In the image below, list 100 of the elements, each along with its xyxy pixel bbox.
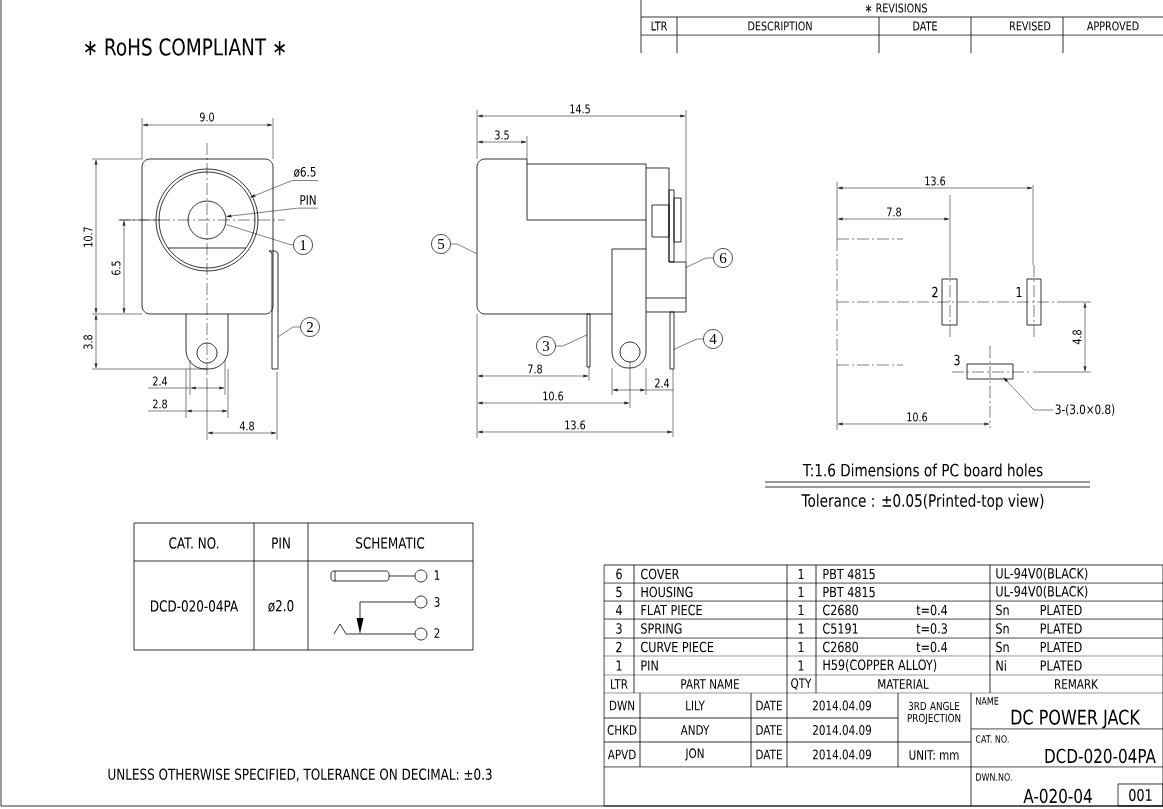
- dimension-value: 14.5: [570, 104, 590, 114]
- dimension-value: 10.6: [907, 412, 928, 422]
- callout-number: 1: [293, 235, 313, 255]
- table-text: DATE: [756, 749, 782, 760]
- table-text: 6: [616, 568, 622, 580]
- pin-number: 2: [932, 286, 938, 298]
- table-text: 1: [616, 660, 622, 671]
- table-text: UNIT: mm: [909, 750, 959, 760]
- table-text: DC POWER JACK: [1011, 709, 1141, 729]
- table-text: 2014.04.09: [813, 749, 871, 760]
- table-text: CAT. NO.: [169, 537, 219, 549]
- callout-number: 5: [431, 234, 451, 254]
- table-text: DCD-020-04PA: [1045, 748, 1156, 764]
- table-text: REVISED: [1010, 21, 1051, 31]
- table-text: C5191: [823, 623, 858, 634]
- dimension-value: 3.8: [83, 335, 93, 349]
- table-text: 1: [798, 660, 804, 671]
- table-text: DATE: [756, 700, 782, 711]
- pin-number: 1: [1016, 286, 1022, 298]
- table-text: UL-94V0(BLACK): [996, 585, 1088, 599]
- table-text: t=0.4: [916, 604, 948, 616]
- callout-number: 2: [300, 317, 320, 337]
- dimension-value: 13.6: [565, 420, 586, 430]
- title: ∗ RoHS COMPLIANT ∗: [85, 38, 285, 56]
- table-text: Sn: [996, 623, 1009, 634]
- table-text: C2680: [823, 641, 858, 653]
- table-text: APVD: [607, 749, 636, 760]
- table-text: SCHEMATIC: [356, 537, 425, 549]
- table-text: DESCRIPTION: [748, 21, 812, 31]
- leader-line: [226, 207, 319, 218]
- callout-number: 6: [713, 248, 733, 268]
- leader-line: [278, 326, 301, 337]
- table-text: PLATED: [1040, 660, 1082, 671]
- table-text: 1: [798, 641, 804, 653]
- leader-line: [555, 334, 588, 347]
- leader-line: [1003, 377, 1054, 411]
- table-text: CHKD: [607, 725, 637, 735]
- table-text: DCD-020-04PA: [151, 600, 239, 612]
- table-text: PLATED: [1040, 604, 1082, 616]
- table-text: UL-94V0(BLACK): [996, 567, 1088, 581]
- table-text: 001: [1117, 783, 1163, 807]
- leader-line: [226, 224, 294, 246]
- table-text: C2680: [823, 604, 858, 616]
- table-text: CAT. NO.: [975, 735, 1009, 743]
- table-text: CURVE PIECE: [641, 641, 714, 653]
- table-text: MATERIAL: [878, 679, 929, 689]
- terminal-number: 3: [434, 597, 440, 607]
- table-text: 2014.04.09: [813, 700, 871, 711]
- leader-text: ø6.5: [293, 166, 316, 178]
- table-text: 1: [798, 568, 804, 580]
- table-text: PLATED: [1040, 623, 1082, 634]
- table-text: LILY: [686, 700, 705, 711]
- table-text: HOUSING: [641, 586, 693, 598]
- table-text: FLAT PIECE: [641, 604, 702, 616]
- leader-line: [673, 338, 704, 350]
- table-text: PBT 4815: [823, 586, 875, 598]
- table-text: QTY: [791, 678, 812, 690]
- table-text: 5: [616, 586, 622, 598]
- note-text: UNLESS OTHERWISE SPECIFIED, TOLERANCE ON DECIMAL: ±0.3: [108, 768, 492, 782]
- table-text: ø2.0: [268, 600, 294, 612]
- note-text: T:1.6 Dimensions of PC board holes: [802, 463, 1043, 477]
- table-text: 3: [616, 623, 622, 634]
- note-text: Tolerance : ±0.05(Printed-top view): [801, 493, 1044, 511]
- table-text: 3RD ANGLE PROJECTION: [907, 701, 961, 725]
- table-text: t=0.3: [916, 623, 947, 634]
- table-text: 1: [798, 604, 804, 616]
- dimension-value: 7.8: [887, 207, 901, 217]
- table-text: DATE: [913, 21, 937, 31]
- dimension-value: 2.4: [153, 376, 168, 386]
- table-text: Sn: [996, 641, 1009, 653]
- terminal-number: 1: [434, 570, 440, 580]
- table-text: JON: [684, 748, 704, 761]
- dimension-value: 7.8: [528, 364, 542, 374]
- table-text: NAME: [976, 697, 999, 705]
- table-text: t=0.4: [916, 641, 948, 653]
- callout-number: 4: [703, 329, 723, 349]
- leader-line: [450, 243, 477, 254]
- dimension-value: 4.8: [239, 421, 254, 431]
- table-text: SPRING: [641, 623, 682, 634]
- table-text: DWN: [610, 700, 634, 711]
- table-text: Sn: [996, 604, 1009, 616]
- table-text: 4: [616, 604, 622, 616]
- dimension-value: 9.0: [200, 112, 214, 122]
- table-text: 1: [798, 623, 804, 634]
- table-text: LTR: [611, 679, 628, 689]
- table-text: 1: [798, 586, 804, 598]
- table-text: PBT 4815: [823, 568, 875, 580]
- table-text: PIN: [272, 537, 290, 549]
- dimension-value: 10.7: [83, 227, 93, 247]
- table-text: Ni: [996, 660, 1006, 671]
- table-text: ANDY: [680, 725, 710, 735]
- leader-line: [685, 257, 714, 268]
- table-text: DATE: [756, 725, 782, 735]
- table-text: LTR: [651, 21, 667, 31]
- table-text: PIN: [641, 660, 658, 671]
- table-text: A-020-04: [1023, 788, 1092, 804]
- dimension-value: 2.8: [153, 399, 167, 409]
- table-text: PLATED: [1040, 641, 1082, 653]
- leader-text: 3-(3.0×0.8): [1055, 404, 1115, 416]
- pin-number: 3: [954, 354, 960, 366]
